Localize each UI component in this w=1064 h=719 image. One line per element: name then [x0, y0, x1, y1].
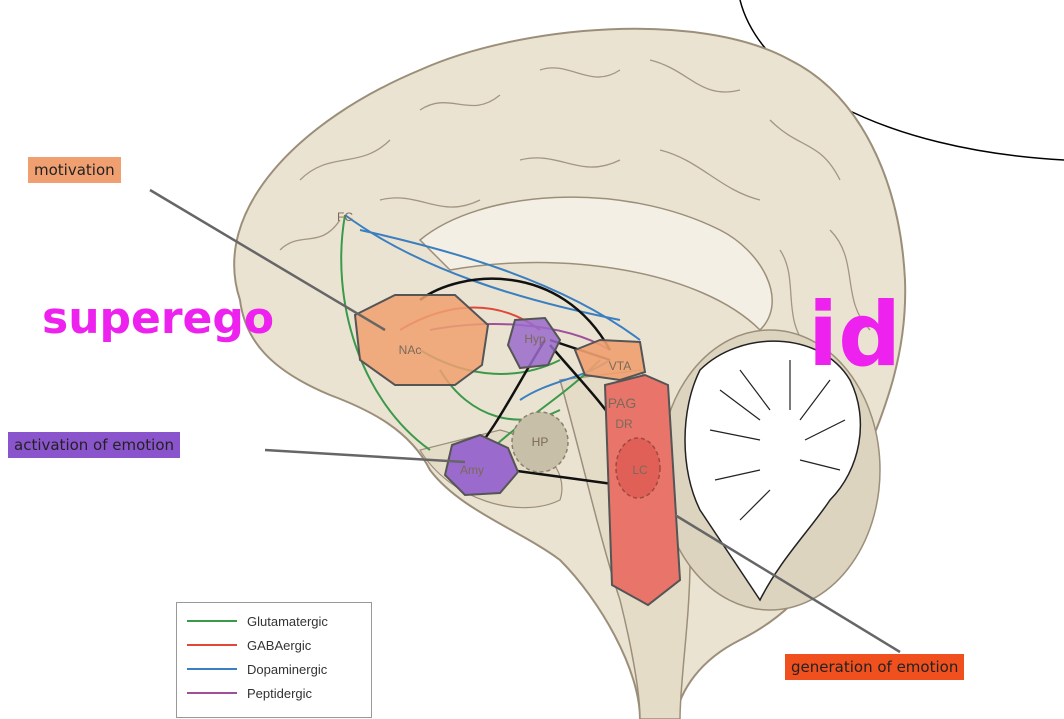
legend-swatch — [187, 644, 237, 646]
legend-label: Peptidergic — [247, 686, 312, 701]
legend-swatch — [187, 620, 237, 622]
legend: Glutamatergic GABAergic Dopaminergic Pep… — [176, 602, 372, 718]
region-label-nac: NAc — [399, 343, 422, 357]
legend-item: GABAergic — [187, 635, 311, 655]
legend-label: Glutamatergic — [247, 614, 328, 629]
label-id: id — [808, 283, 901, 386]
legend-item: Dopaminergic — [187, 659, 327, 679]
region-label-vta: VTA — [609, 359, 631, 373]
legend-swatch — [187, 668, 237, 670]
region-label-pag: PAG — [608, 395, 637, 411]
region-label-lc: LC — [632, 463, 648, 477]
region-label-fc: FC — [337, 210, 353, 224]
region-label-amy: Amy — [460, 463, 484, 477]
legend-item: Glutamatergic — [187, 611, 328, 631]
region-label-hp: HP — [532, 435, 549, 449]
label-superego: superego — [42, 293, 274, 344]
nac-region — [355, 295, 488, 385]
legend-label: Dopaminergic — [247, 662, 327, 677]
legend-item: Peptidergic — [187, 683, 312, 703]
region-label-dr: DR — [615, 417, 633, 431]
callout-activation: activation of emotion — [8, 432, 180, 458]
legend-label: GABAergic — [247, 638, 311, 653]
callout-generation: generation of emotion — [785, 654, 964, 680]
legend-swatch — [187, 692, 237, 694]
region-label-hyp: Hyp — [524, 332, 546, 346]
callout-motivation: motivation — [28, 157, 121, 183]
